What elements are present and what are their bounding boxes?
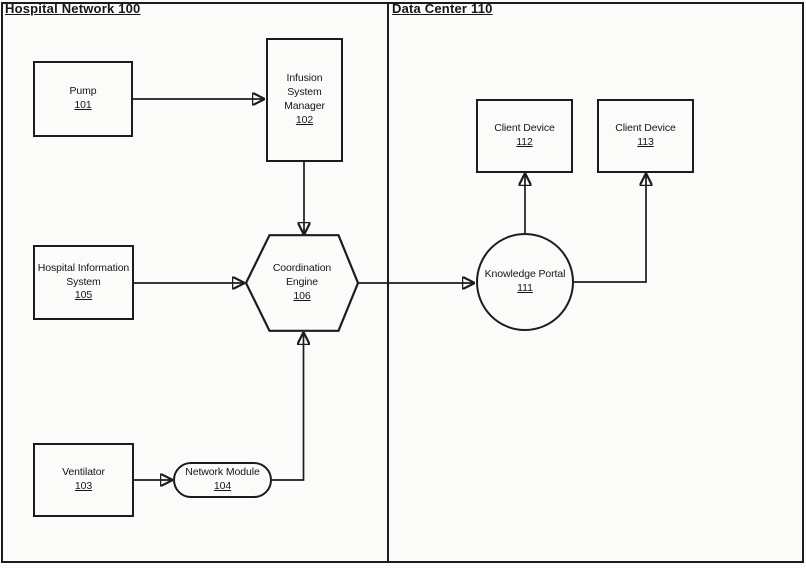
node-infusion-system-manager: Infusion System Manager 102 — [266, 38, 343, 162]
data-center-title: Data Center 110 — [392, 1, 493, 16]
node-hospital-information-system: Hospital Information System 105 — [33, 245, 134, 320]
node-network-module: Network Module 104 — [173, 462, 272, 498]
hospital-network-title: Hospital Network 100 — [5, 1, 141, 16]
node-network-module-label: Network Module 104 — [185, 466, 260, 492]
node-client-device-112: Client Device 112 — [476, 99, 573, 173]
node-ventilator-label: Ventilator 103 — [62, 466, 105, 492]
node-hospital-information-system-label: Hospital Information System 105 — [37, 261, 130, 302]
node-client-device-113-label: Client Device 113 — [615, 122, 676, 148]
node-pump: Pump 101 — [33, 61, 133, 137]
region-data-center — [387, 2, 804, 563]
node-coordination-engine: Coordination Engine 106 — [244, 234, 360, 332]
node-coordination-engine-label: Coordination Engine 106 — [272, 262, 332, 302]
node-client-device-112-label: Client Device 112 — [494, 122, 555, 148]
node-infusion-system-manager-label: Infusion System Manager 102 — [284, 72, 325, 126]
node-knowledge-portal: Knowledge Portal 111 — [476, 233, 574, 331]
node-knowledge-portal-label: Knowledge Portal 111 — [484, 268, 566, 294]
node-ventilator: Ventilator 103 — [33, 443, 134, 517]
node-client-device-113: Client Device 113 — [597, 99, 694, 173]
node-pump-label: Pump 101 — [69, 85, 97, 111]
